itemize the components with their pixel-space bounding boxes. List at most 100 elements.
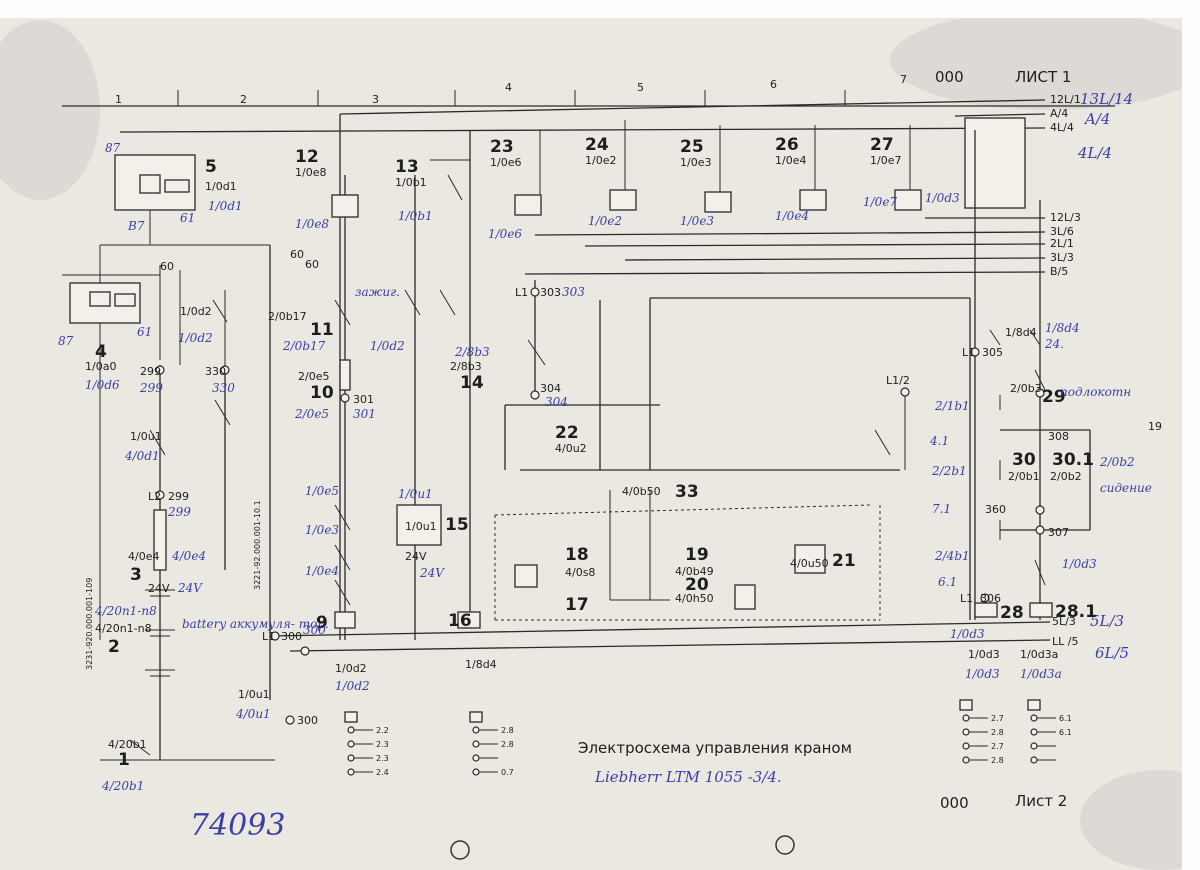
sheet-code: 000: [940, 794, 969, 812]
hand-note: 61: [180, 211, 195, 225]
side-label: 19: [1148, 420, 1162, 433]
hand-note: 4/0d1: [124, 449, 160, 463]
relay-4-group: [62, 265, 161, 360]
hand-note: 303: [562, 285, 585, 299]
component-number: 30: [1012, 450, 1036, 470]
hand-note: 2/1b1: [934, 399, 970, 413]
component-hand: 1/0d6: [85, 378, 120, 392]
node-label: 299: [140, 365, 161, 378]
bus-hand-label: 13L/14: [1080, 90, 1133, 108]
sheet-label: Лист 2: [1015, 792, 1067, 810]
component-code: 2/0b17: [268, 310, 307, 323]
column-3-chain: [396, 130, 481, 640]
hand-note: 4/0u1: [235, 707, 271, 721]
schematic-title: Электросхема управления краном: [578, 739, 852, 757]
node-label: 360: [985, 503, 1006, 516]
contact-ref: 1/8d4: [1005, 326, 1037, 339]
component-code: 4/20n1-n8: [95, 622, 152, 635]
node-label: L1: [515, 286, 528, 299]
terminal-label: 2.8: [991, 756, 1004, 765]
contact-ref: 1/8d4: [465, 658, 497, 671]
component-hand: 2/0e5: [294, 407, 329, 421]
component-code: 1/0b1: [395, 176, 427, 189]
component-number: 10: [310, 383, 334, 403]
hand-note: 1/0d3a: [1020, 667, 1062, 681]
column-label: 7: [900, 73, 907, 86]
terminal-label: 2.3: [376, 754, 389, 763]
column-label: 1: [115, 93, 122, 106]
bus-label: 3L/6: [1050, 225, 1074, 238]
component-code: 2/0b3: [1010, 382, 1042, 395]
contact-1od2-group: [179, 270, 228, 365]
component-code: 2/0b2: [1050, 470, 1082, 483]
terminal-label: 2.8: [501, 726, 514, 735]
component-hand: 1/0b1: [398, 209, 433, 223]
component-code: 4/0s8: [565, 566, 595, 579]
hand-note: 1/0d2: [335, 679, 370, 693]
component-hand: 4/20n1-n8: [94, 604, 157, 618]
component-number: 9: [316, 613, 328, 633]
terminal-label: 2.3: [376, 740, 389, 749]
component-number: 29: [1042, 387, 1066, 407]
component-number: 16: [448, 611, 472, 631]
side-code: 3231-920.000.001-109: [85, 578, 94, 670]
bus-hand-label: 5L/3: [1090, 612, 1124, 630]
model-hand-note: Liebherr LTM 1055 -3/4.: [594, 768, 782, 786]
terminal-label: 2.7: [991, 714, 1004, 723]
bus-hand-label: 6L/5: [1095, 644, 1129, 662]
component-code: 1/0e3: [680, 156, 711, 169]
terminal-label: 0.7: [501, 768, 514, 777]
component-code: 4/0u50: [790, 557, 829, 570]
bus-label: 4L/4: [1050, 121, 1074, 134]
component-number: 12: [295, 147, 319, 167]
component-hand: 1/0u1: [398, 487, 433, 501]
node-label: L1/2: [886, 374, 910, 387]
bottom-bus-lines: [269, 621, 1051, 652]
component-number: 24: [585, 135, 609, 155]
contact-ref: 1/0d3: [968, 648, 1000, 661]
wire-marker: 60: [305, 258, 319, 271]
component-code: 2/8b3: [450, 360, 482, 373]
component-code: 4/0h50: [675, 592, 714, 605]
hand-note: 2/4b1: [934, 549, 970, 563]
hand-note: 299: [139, 381, 163, 395]
component-number: 15: [445, 515, 469, 535]
component-number: 26: [775, 135, 799, 155]
bus-label: A/4: [1050, 107, 1068, 120]
component-number: 2: [108, 637, 120, 657]
hand-note: 299: [167, 505, 191, 519]
component-code: 1/0u1: [405, 520, 437, 533]
component-code: 2/0e5: [298, 370, 329, 383]
node-label: 307: [1048, 526, 1069, 539]
hand-note: 2/2b1: [931, 464, 967, 478]
terminal-label: 2.8: [991, 728, 1004, 737]
column-label: 4: [505, 81, 512, 94]
node-label: L1: [962, 346, 975, 359]
component-hand: 1/0e2: [588, 214, 622, 228]
component-code: 2/0b1: [1008, 470, 1040, 483]
node-label: 306: [980, 592, 1001, 605]
component-code: 1/0e6: [490, 156, 521, 169]
node-label: 330: [205, 365, 226, 378]
punch-hole-icon: [775, 835, 795, 855]
hand-note: 61: [137, 325, 152, 339]
component-number: 13: [395, 157, 419, 177]
node-label: 299: [168, 490, 189, 503]
component-hand: 4/0e4: [171, 549, 206, 563]
bus-label: 3L/3: [1050, 251, 1074, 264]
contact-ref: 1/0u1: [238, 688, 270, 701]
relay-5-group: [99, 154, 270, 640]
terminal-label: 2.7: [991, 742, 1004, 751]
node-label: 308: [1048, 430, 1069, 443]
node-label: 303: [540, 286, 561, 299]
hand-note: 1/0d3: [1062, 557, 1097, 571]
hand-note: 1/8d4: [1045, 321, 1080, 335]
component-number: 17: [565, 595, 589, 615]
node-label: L1: [960, 592, 973, 605]
hand-note: 87: [105, 141, 121, 155]
bus-label: B/5: [1050, 265, 1068, 278]
component-hand: 1/0e4: [775, 209, 809, 223]
node-label: 300: [281, 630, 302, 643]
node-label: L2: [148, 490, 161, 503]
